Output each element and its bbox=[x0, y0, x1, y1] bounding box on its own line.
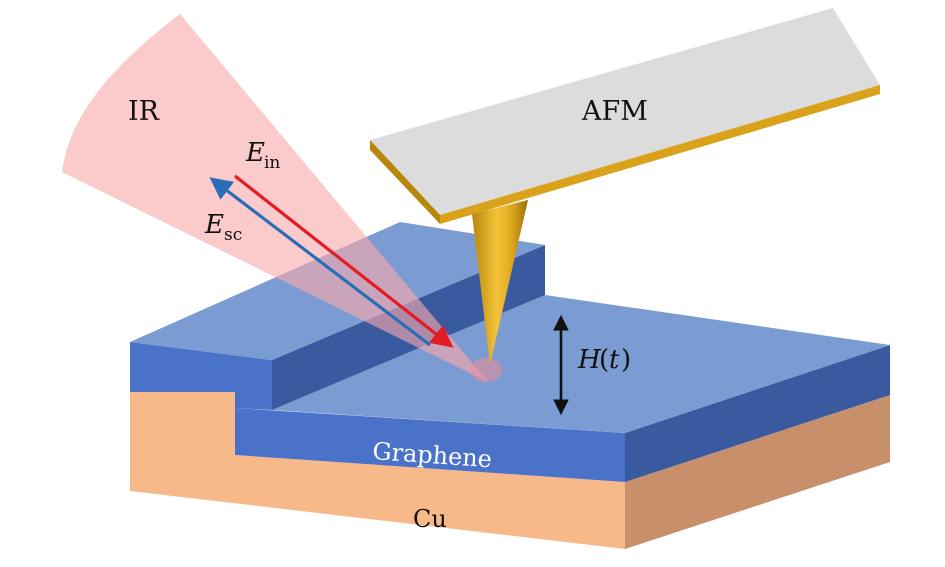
copper-side-face bbox=[625, 395, 890, 549]
afm-label: AFM bbox=[581, 96, 648, 127]
graphene-front-face bbox=[235, 408, 625, 482]
cantilever-top bbox=[370, 8, 880, 215]
e-in-subscript: in bbox=[264, 153, 280, 173]
graphene-side-face bbox=[625, 345, 890, 482]
e-sc-symbol: E bbox=[204, 210, 224, 240]
cantilever-side-edge bbox=[370, 140, 440, 224]
afm-tip-cone bbox=[472, 200, 528, 365]
scattered-field-arrow bbox=[209, 177, 431, 347]
graphene-top-surface bbox=[272, 295, 890, 433]
field-arrows bbox=[209, 174, 454, 348]
copper-front-face bbox=[130, 392, 625, 549]
copper-layer bbox=[130, 392, 890, 549]
scattered-field-label: E sc bbox=[204, 210, 242, 245]
e-sc-subscript: sc bbox=[224, 225, 242, 245]
ir-beam-spot bbox=[470, 358, 502, 382]
graphene-layer bbox=[235, 295, 890, 482]
afm-tip bbox=[472, 200, 528, 365]
height-func: H bbox=[577, 345, 602, 375]
incident-field-arrow bbox=[234, 174, 454, 348]
cu-label: Cu bbox=[413, 505, 447, 533]
cantilever-front-edge bbox=[440, 85, 880, 224]
height-var: t bbox=[609, 345, 620, 375]
afm-cantilever bbox=[370, 8, 880, 224]
height-paren-open: ( bbox=[599, 345, 609, 375]
height-label: H ( t ) bbox=[577, 345, 631, 375]
ir-label: IR bbox=[128, 96, 160, 127]
step-front-face bbox=[130, 342, 272, 410]
incident-field-label: E in bbox=[245, 138, 280, 173]
height-paren-close: ) bbox=[621, 345, 631, 375]
e-in-symbol: E bbox=[245, 138, 265, 168]
